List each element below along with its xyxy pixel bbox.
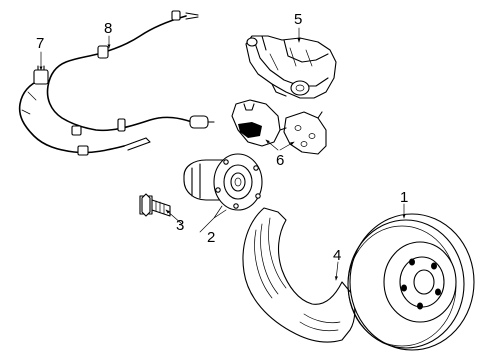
callout-3: 3: [176, 217, 184, 234]
abs-speed-sensor: [18, 65, 151, 156]
callout-4: 4: [333, 247, 341, 264]
brake-caliper: [245, 35, 337, 99]
callout-8: 8: [104, 20, 112, 37]
callout-7: 7: [36, 35, 44, 52]
callout-labels: 1 2 3 4 5 6 7 8: [36, 11, 408, 264]
callout-5: 5: [294, 11, 302, 28]
wheel-stud: [139, 193, 171, 217]
callout-6: 6: [276, 152, 284, 169]
dust-shield: [242, 207, 356, 343]
abs-sensor-wire-harness: [46, 10, 215, 136]
hub-bearing-assembly: [183, 153, 263, 211]
brake-pads: [231, 99, 327, 155]
brake-rotor: [347, 213, 475, 351]
callout-2: 2: [207, 229, 215, 246]
callout-1: 1: [400, 189, 408, 206]
callout-leaders: [39, 27, 406, 281]
